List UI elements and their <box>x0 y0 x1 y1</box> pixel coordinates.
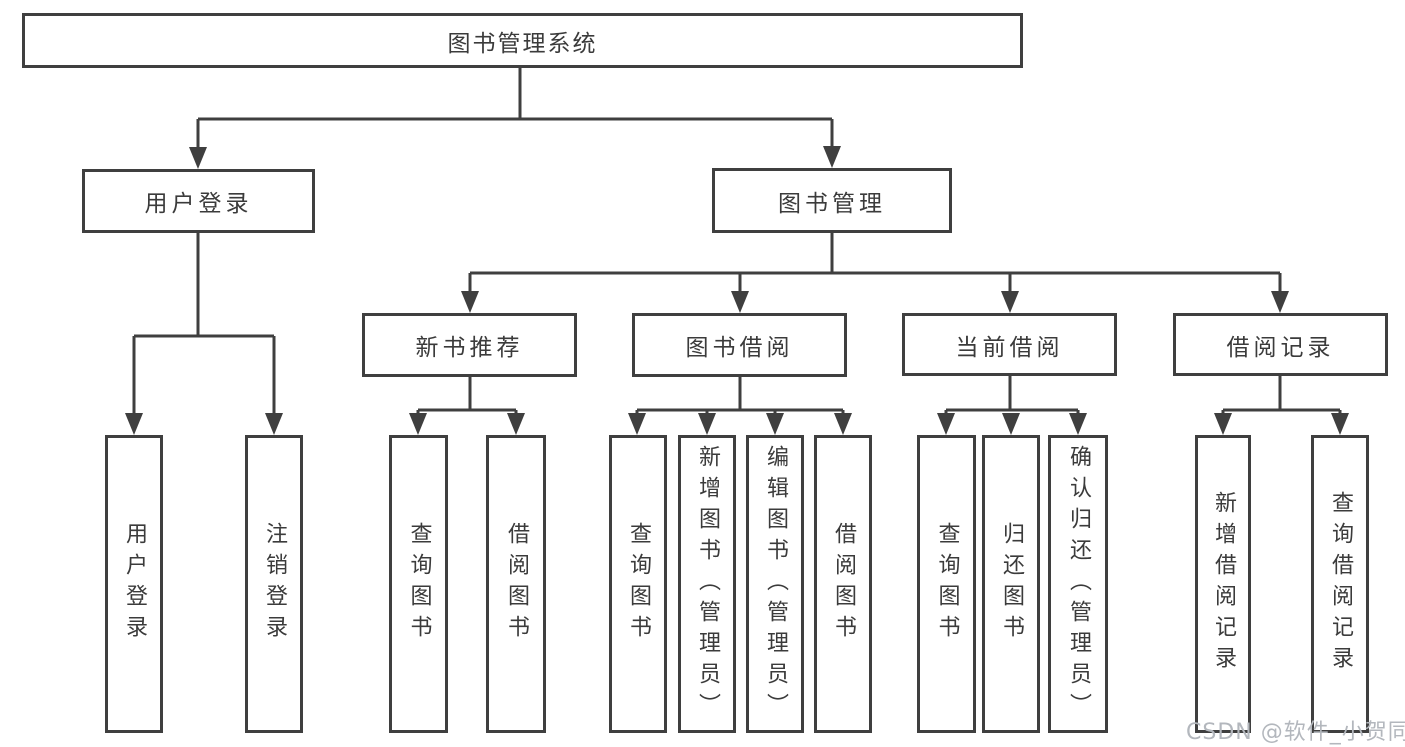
arrowhead <box>189 147 207 169</box>
connector-book-borrow <box>635 377 845 420</box>
arrowhead <box>409 413 427 435</box>
node-current-borrowing: 当前借阅 <box>902 313 1117 376</box>
arrowhead <box>1001 291 1019 313</box>
leaf-return-books-label: 归还图书 <box>999 522 1024 646</box>
leaf-confirm-return-admin: 确认归还（管理员） <box>1048 435 1108 733</box>
leaf-logout-label: 注销登录 <box>262 522 287 646</box>
node-book-management: 图书管理 <box>712 168 952 233</box>
arrowhead <box>125 413 143 435</box>
leaf-user-login-label: 用户登录 <box>122 522 147 646</box>
connector-current-borrow <box>944 376 1080 420</box>
node-user-login: 用户登录 <box>82 169 315 233</box>
node-user-login-label: 用户登录 <box>144 191 253 217</box>
leaf-edit-books-admin-label: 编辑图书（管理员） <box>763 444 788 724</box>
arrowhead <box>1331 413 1349 435</box>
node-new-book-recommend: 新书推荐 <box>362 313 577 377</box>
arrowhead <box>1214 413 1232 435</box>
leaf-borrow-books: 借阅图书 <box>814 435 872 733</box>
connector-borrow-records <box>1221 376 1342 420</box>
arrowhead <box>698 413 716 435</box>
leaf-user-login: 用户登录 <box>105 435 163 733</box>
arrowhead <box>461 291 479 313</box>
arrowhead <box>507 413 525 435</box>
connector-new-book <box>416 377 518 420</box>
leaf-query-books-current-label: 查询图书 <box>934 522 960 646</box>
csdn-watermark: CSDN @软件_小贺同学 <box>1186 720 1405 745</box>
arrowhead <box>731 291 749 313</box>
leaf-query-borrow-record-label: 查询借阅记录 <box>1328 491 1353 677</box>
connector-user-login <box>132 233 276 418</box>
node-borrowing-records-label: 借阅记录 <box>1226 334 1335 361</box>
leaf-return-books: 归还图书 <box>982 435 1040 733</box>
leaf-add-borrow-record-label: 新增借阅记录 <box>1211 491 1236 677</box>
arrowhead <box>628 413 646 435</box>
leaf-borrow-books-recommend: 借阅图书 <box>486 435 546 733</box>
leaf-borrow-books-recommend-label: 借阅图书 <box>504 522 529 646</box>
arrowhead <box>1002 413 1020 435</box>
leaf-add-books-admin: 新增图书（管理员） <box>678 435 736 733</box>
node-book-management-label: 图书管理 <box>778 190 886 217</box>
arrowhead <box>937 413 955 435</box>
arrowhead <box>834 413 852 435</box>
leaf-query-books-current: 查询图书 <box>917 435 976 733</box>
leaf-query-books-borrow: 查询图书 <box>609 435 667 733</box>
leaf-edit-books-admin: 编辑图书（管理员） <box>746 435 804 733</box>
arrowhead <box>766 413 784 435</box>
leaf-query-books-borrow-label: 查询图书 <box>626 522 651 646</box>
leaf-logout: 注销登录 <box>245 435 303 733</box>
arrowhead <box>823 146 841 168</box>
leaf-add-books-admin-label: 新增图书（管理员） <box>695 444 720 724</box>
connector-root <box>196 67 834 152</box>
leaf-query-books-recommend: 查询图书 <box>389 435 448 733</box>
leaf-add-borrow-record: 新增借阅记录 <box>1195 435 1251 733</box>
leaf-query-borrow-record: 查询借阅记录 <box>1311 435 1369 733</box>
node-library-system-label: 图书管理系统 <box>447 30 598 57</box>
leaf-confirm-return-admin-label: 确认归还（管理员） <box>1066 444 1091 724</box>
arrowhead <box>1069 413 1087 435</box>
node-book-borrowing: 图书借阅 <box>632 313 847 377</box>
node-current-borrowing-label: 当前借阅 <box>955 334 1064 361</box>
connector-book-mgmt <box>468 233 1282 297</box>
leaf-borrow-books-label: 借阅图书 <box>831 522 856 646</box>
arrowhead <box>1271 291 1289 313</box>
node-new-book-recommend-label: 新书推荐 <box>415 335 524 361</box>
node-library-system: 图书管理系统 <box>22 13 1023 68</box>
arrowhead <box>265 413 283 435</box>
node-borrowing-records: 借阅记录 <box>1173 313 1388 376</box>
node-book-borrowing-label: 图书借阅 <box>685 335 794 361</box>
leaf-query-books-recommend-label: 查询图书 <box>406 522 432 646</box>
